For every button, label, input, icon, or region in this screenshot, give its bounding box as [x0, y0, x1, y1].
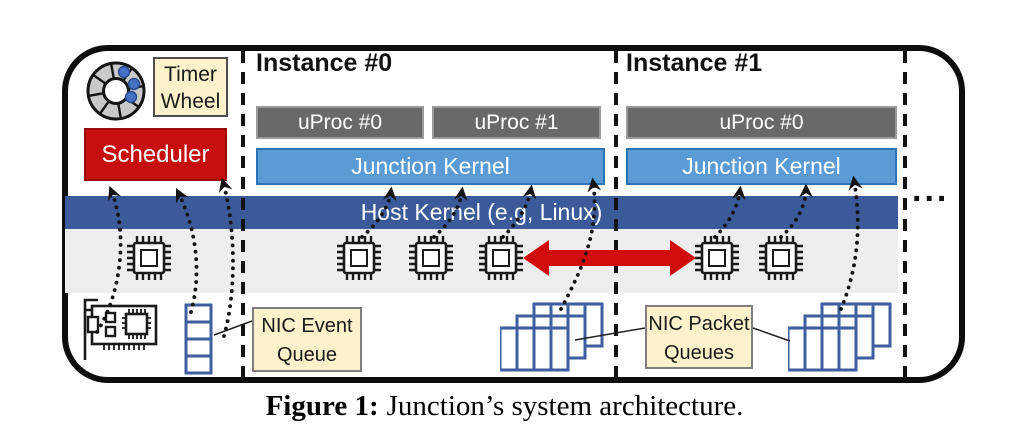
scheduler-box: Scheduler: [84, 128, 227, 181]
separator-right: [903, 51, 907, 378]
cpu-band: [65, 229, 898, 293]
uproc-box: uProc #1: [432, 106, 601, 139]
caption-label: Figure 1:: [265, 390, 379, 422]
uproc-box: uProc #0: [256, 106, 424, 139]
more-instances-ellipsis: ...: [912, 171, 950, 209]
junction-kernel-box: Junction Kernel: [256, 148, 605, 185]
host-kernel-bar: Host Kernel (e.g, Linux): [65, 196, 898, 229]
instance-1-title: Instance #1: [626, 49, 763, 77]
separator-middle: [614, 51, 618, 378]
timer-wheel-label: Timer Wheel: [153, 57, 228, 117]
figure-caption: Figure 1:Junction’s system architecture.: [0, 390, 1009, 423]
uproc-box: uProc #0: [626, 106, 897, 139]
nic-event-queue-label: NIC Event Queue: [252, 307, 362, 372]
separator-left: [241, 51, 245, 378]
instance-0-title: Instance #0: [256, 49, 393, 77]
nic-packet-queues-label: NIC Packet Queues: [645, 305, 753, 369]
junction-kernel-box: Junction Kernel: [626, 148, 897, 185]
caption-text: Junction’s system architecture.: [386, 390, 744, 422]
